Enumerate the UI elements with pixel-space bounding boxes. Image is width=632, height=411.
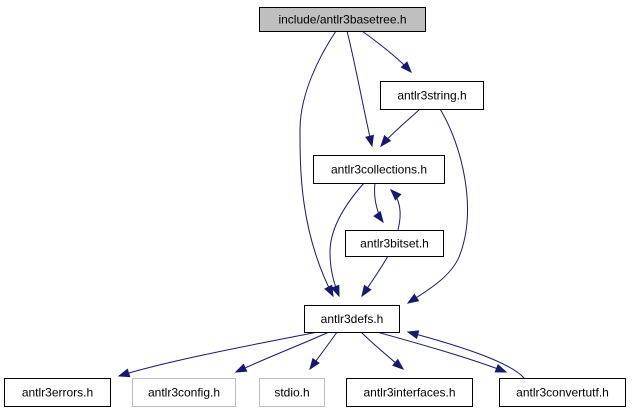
node-label: antlr3interfaces.h — [363, 386, 455, 400]
node-box — [313, 155, 445, 184]
node-label: include/antlr3basetree.h — [278, 13, 406, 27]
node-box — [345, 230, 444, 257]
node-box — [132, 378, 236, 407]
edge-string-to-defs — [406, 108, 468, 304]
arrowhead — [400, 61, 412, 74]
arrowhead — [234, 363, 248, 373]
node-box — [259, 378, 325, 407]
node-config[interactable]: antlr3config.h — [132, 378, 236, 407]
node-string[interactable]: antlr3string.h — [380, 81, 484, 110]
arrowhead — [392, 358, 405, 370]
node-box — [304, 305, 400, 333]
edge-line — [329, 182, 365, 297]
edge-defs-to-errors — [117, 331, 319, 378]
edge-collections-to-defs — [329, 182, 365, 298]
edge-defs-to-convertutf — [376, 331, 508, 373]
arrowhead — [361, 284, 372, 298]
edge-defs-to-interfaces — [360, 331, 405, 370]
node-bitset[interactable]: antlr3bitset.h — [345, 230, 444, 257]
edge-line — [299, 30, 337, 297]
node-label: antlr3config.h — [148, 386, 220, 400]
arrowhead — [373, 210, 384, 224]
node-box — [259, 7, 426, 32]
edge-defs-to-config — [234, 331, 330, 373]
node-label: antlr3errors.h — [22, 386, 93, 400]
arrowhead — [324, 284, 334, 298]
node-box — [4, 378, 111, 407]
node-label: antlr3convertutf.h — [516, 386, 609, 400]
node-label: antlr3defs.h — [321, 312, 384, 326]
node-box — [499, 378, 626, 407]
edge-bitset-to-defs — [361, 255, 389, 298]
node-convertutf[interactable]: antlr3convertutf.h — [499, 378, 626, 407]
edge-defs-to-stdio — [309, 331, 338, 371]
edge-line — [346, 30, 373, 147]
arrowhead — [406, 293, 420, 304]
node-box — [346, 378, 473, 407]
edge-basetree-to-string — [361, 30, 412, 74]
edge-collections-to-bitset — [373, 182, 384, 224]
edge-string-to-collections — [380, 108, 421, 148]
arrowhead — [406, 330, 420, 340]
edge-basetree-to-collections — [346, 30, 374, 148]
node-errors[interactable]: antlr3errors.h — [4, 378, 111, 407]
edge-line — [376, 331, 507, 373]
arrowhead — [494, 363, 508, 373]
edge-line — [407, 331, 525, 379]
edge-bitset-to-collections — [390, 189, 402, 231]
arrowhead — [365, 134, 374, 148]
node-interfaces[interactable]: antlr3interfaces.h — [346, 378, 473, 407]
arrowhead — [330, 284, 340, 298]
arrowhead — [117, 368, 131, 378]
arrowhead — [390, 189, 402, 201]
arrowhead — [380, 135, 392, 148]
node-collections[interactable]: antlr3collections.h — [313, 155, 445, 184]
node-stdio[interactable]: stdio.h — [259, 378, 325, 407]
node-label: antlr3collections.h — [331, 163, 427, 177]
node-defs[interactable]: antlr3defs.h — [304, 305, 400, 333]
arrowhead — [309, 357, 320, 371]
node-label: antlr3string.h — [397, 89, 466, 103]
node-label: stdio.h — [274, 386, 309, 400]
edge-line — [118, 331, 319, 377]
node-label: antlr3bitset.h — [360, 237, 429, 251]
edge-line — [407, 108, 468, 304]
edge-convertutf-to-defs — [406, 330, 525, 379]
node-basetree: include/antlr3basetree.h — [259, 7, 426, 32]
node-box — [380, 81, 484, 110]
